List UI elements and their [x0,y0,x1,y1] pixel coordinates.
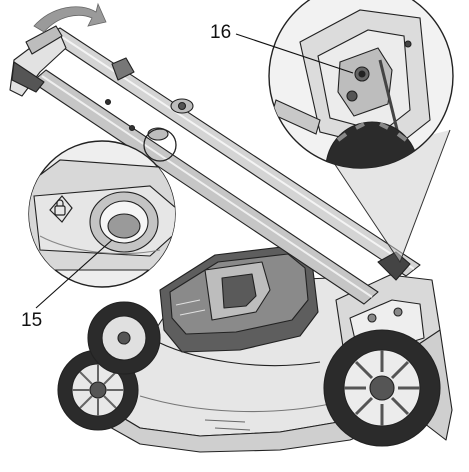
callout-15: 15 [21,310,43,331]
battery-pack [159,245,319,353]
rear-wheel [323,329,441,447]
front-right-wheel [87,301,161,375]
callout-16: 16 [210,22,232,43]
rotate-arrow-icon [33,2,107,33]
lock-symbol-icon [49,195,73,223]
leader-line-16 [235,33,354,74]
detail-view-left [28,140,176,288]
handle-bars [9,25,421,305]
leader-line-15 [35,239,113,309]
zoom-marker-circle [143,128,177,162]
detail-view-top [268,0,454,169]
